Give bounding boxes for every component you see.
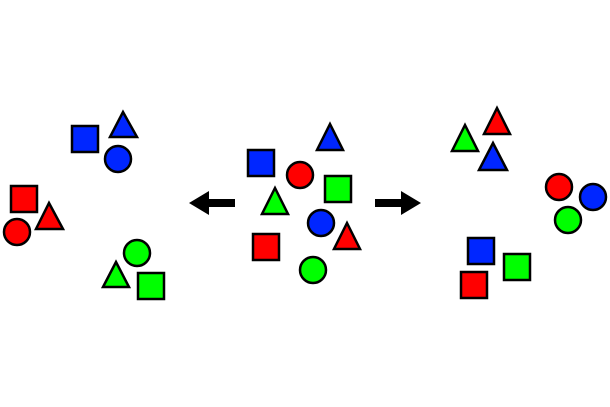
green-circle bbox=[553, 205, 583, 235]
arrow-right-icon bbox=[375, 191, 421, 215]
blue-circle bbox=[578, 182, 608, 212]
arrow-left-icon bbox=[189, 191, 235, 215]
green-triangle bbox=[100, 259, 132, 289]
red-square bbox=[9, 184, 39, 214]
blue-circle bbox=[103, 144, 133, 174]
blue-triangle bbox=[107, 109, 140, 139]
green-square bbox=[502, 252, 532, 282]
middle-group-mixed bbox=[246, 121, 363, 285]
blue-circle bbox=[306, 208, 336, 238]
green-square bbox=[323, 174, 353, 204]
red-circle bbox=[544, 172, 574, 202]
green-triangle bbox=[449, 122, 481, 153]
right-group-by-shape bbox=[449, 105, 608, 300]
red-square bbox=[459, 270, 489, 300]
blue-square bbox=[466, 236, 496, 266]
red-circle bbox=[285, 160, 315, 190]
red-triangle bbox=[33, 200, 66, 231]
red-circle bbox=[2, 217, 32, 247]
green-square bbox=[136, 271, 166, 301]
red-square bbox=[251, 232, 281, 262]
blue-square bbox=[70, 124, 100, 154]
green-circle bbox=[122, 238, 152, 268]
left-group-by-color bbox=[2, 109, 166, 301]
red-triangle bbox=[331, 220, 363, 251]
blue-square bbox=[246, 148, 276, 178]
red-triangle bbox=[481, 105, 513, 136]
blue-triangle bbox=[476, 140, 510, 172]
green-circle bbox=[298, 255, 328, 285]
green-triangle bbox=[259, 185, 291, 216]
blue-triangle bbox=[314, 121, 346, 152]
